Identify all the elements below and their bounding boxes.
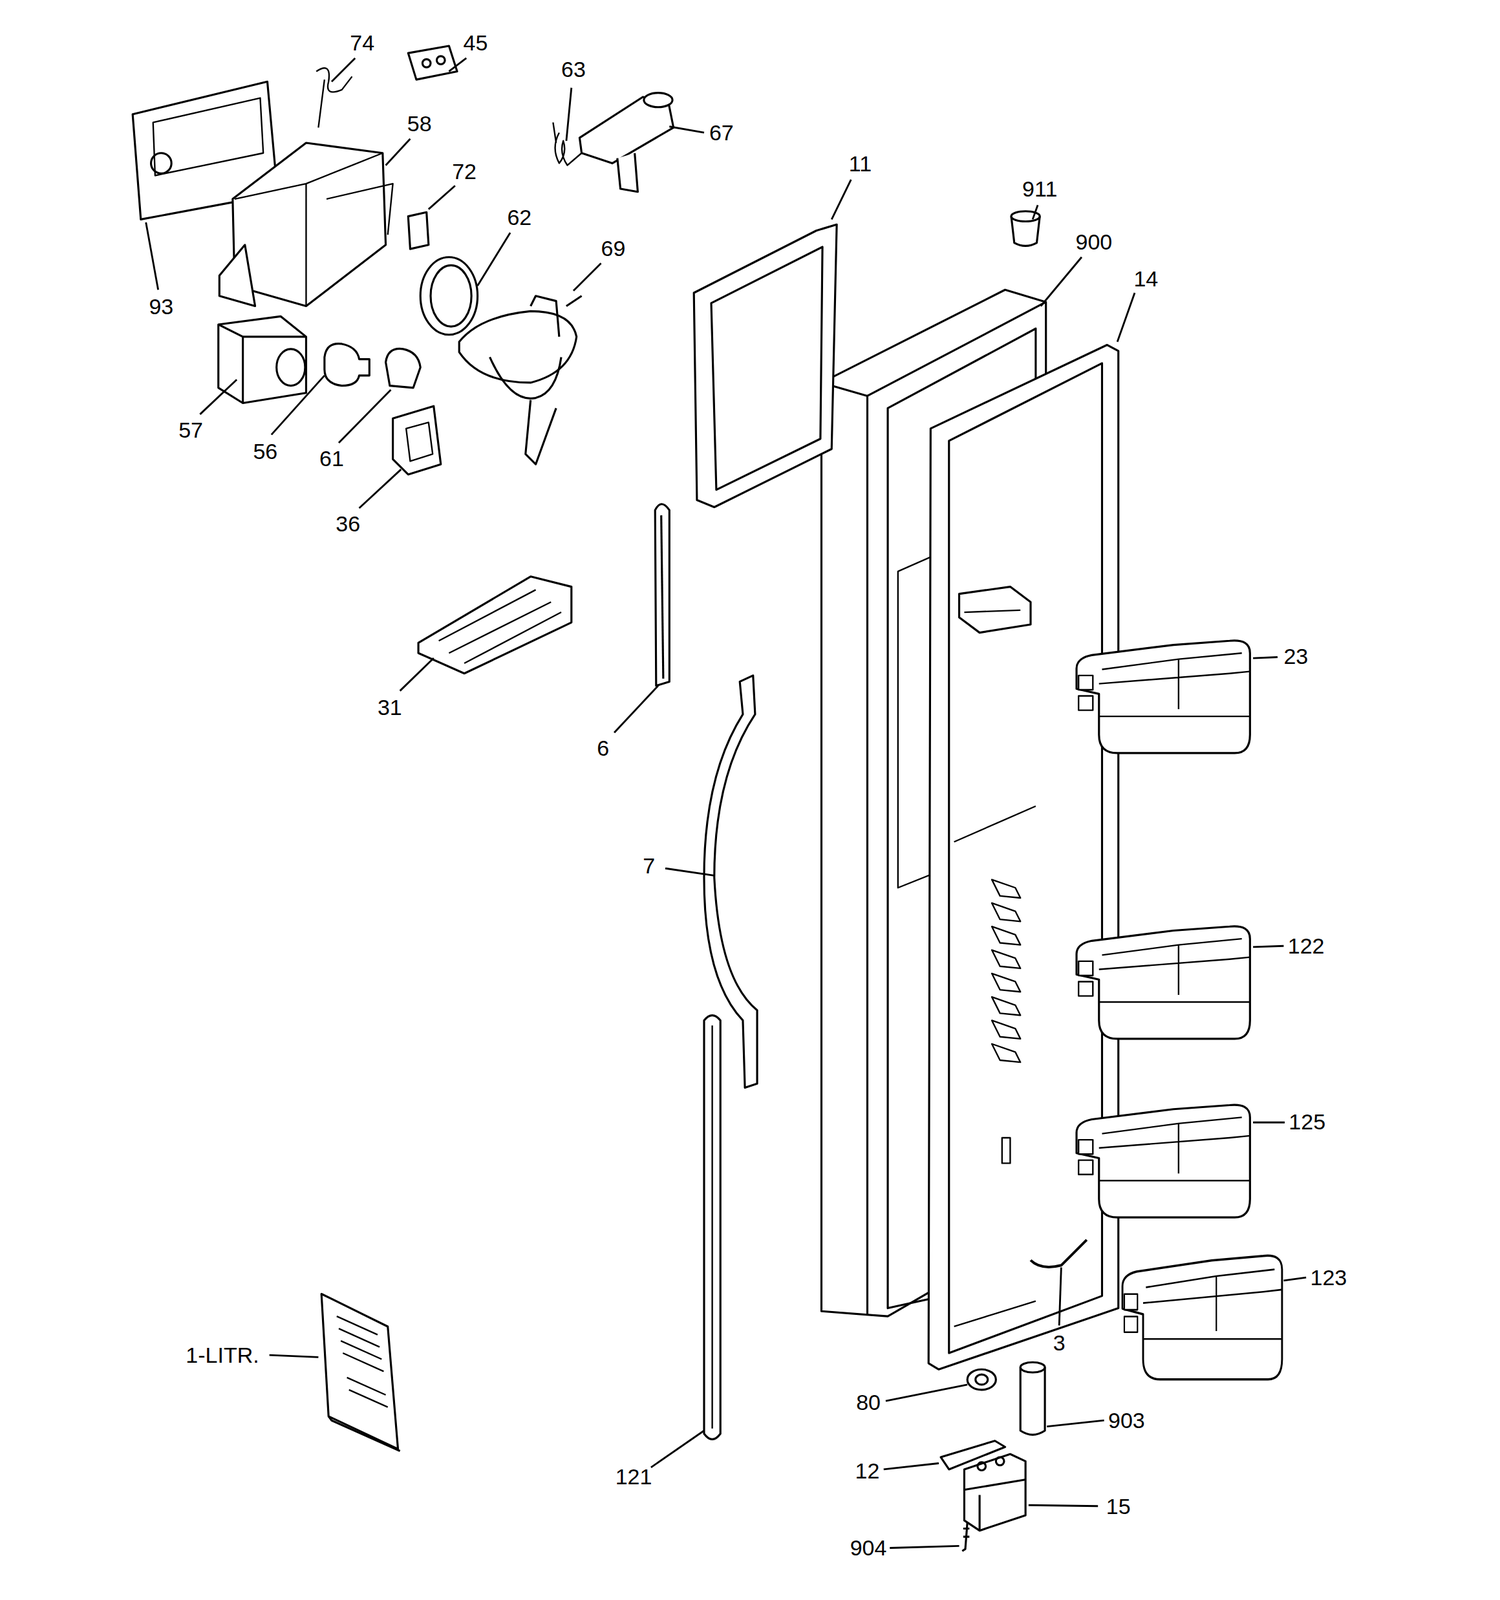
callout-number: 123 bbox=[1309, 1266, 1347, 1289]
callout-number: 903 bbox=[1108, 1409, 1146, 1432]
callout-number: 57 bbox=[178, 418, 204, 441]
callout-number: 23 bbox=[1283, 645, 1308, 668]
callout-number: 14 bbox=[1133, 267, 1158, 290]
callout-number: 15 bbox=[1106, 1495, 1131, 1518]
callout-number: 72 bbox=[451, 160, 477, 183]
callout-number: 6 bbox=[596, 737, 610, 760]
callout-number: 125 bbox=[1288, 1110, 1326, 1133]
callout-number: 58 bbox=[407, 112, 432, 135]
callout-number: 12 bbox=[855, 1459, 880, 1482]
callout-number: 45 bbox=[463, 31, 489, 54]
callout-number: 911 bbox=[1022, 177, 1058, 200]
callout-number: 62 bbox=[506, 206, 532, 229]
callout-number: 121 bbox=[615, 1465, 653, 1488]
callout-number: 61 bbox=[319, 447, 344, 470]
callout-number: 80 bbox=[856, 1391, 881, 1414]
callout-number: 67 bbox=[709, 121, 734, 144]
callout-number: 56 bbox=[252, 440, 278, 463]
callout-number: 7 bbox=[642, 854, 655, 877]
callout-number: 900 bbox=[1075, 230, 1113, 253]
callout-number: 63 bbox=[561, 58, 586, 81]
callout-number: 11 bbox=[848, 152, 872, 175]
callout-number: 36 bbox=[335, 512, 361, 535]
callout-number: 1-LITR. bbox=[185, 1344, 259, 1367]
callout-number: 93 bbox=[148, 295, 174, 318]
callout-number: 122 bbox=[1287, 934, 1325, 957]
callout-number: 904 bbox=[850, 1536, 888, 1559]
callout-number: 31 bbox=[377, 696, 403, 719]
callout-number: 69 bbox=[601, 237, 626, 260]
callout-number: 74 bbox=[349, 31, 375, 54]
callout-number: 3 bbox=[1053, 1331, 1066, 1354]
